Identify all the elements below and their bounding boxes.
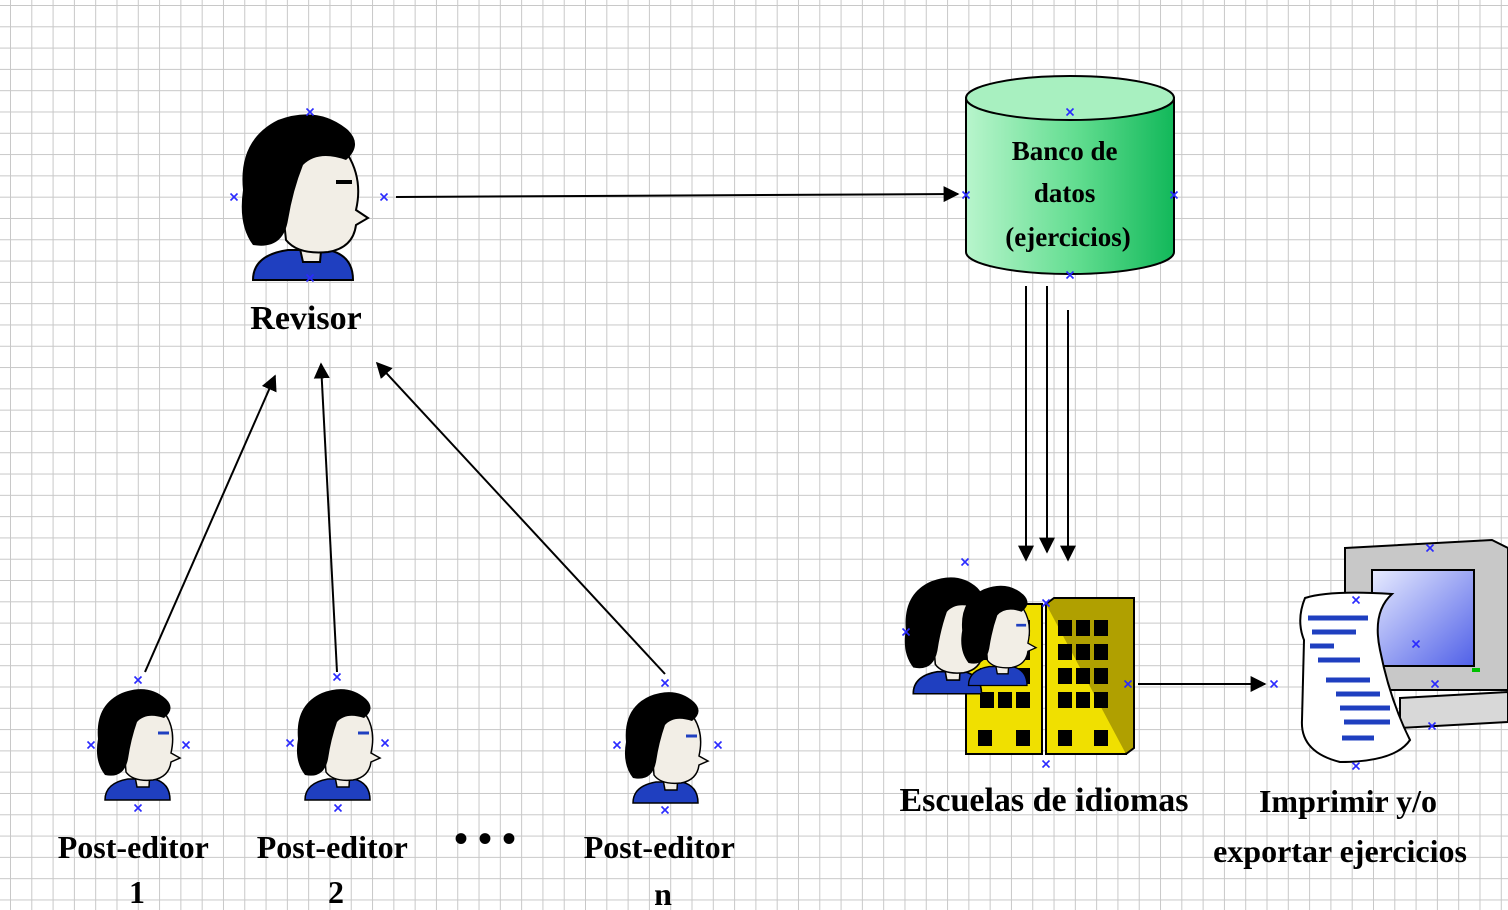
person-icon xyxy=(239,112,370,282)
posteditor-2-line1: Post-editor xyxy=(257,829,408,865)
arrow-revisor-to-database xyxy=(395,186,960,203)
arrow-posteditor1-to-revisor xyxy=(144,374,277,673)
database-cylinder-icon xyxy=(965,75,1175,275)
posteditor-n-line2: n xyxy=(654,876,672,910)
posteditor-2-node[interactable]: Post-editor 2 xyxy=(257,672,415,910)
revisor-label: Revisor xyxy=(250,300,361,337)
person-icon xyxy=(623,690,710,805)
output-node[interactable]: Imprimir y/o exportar ejercicios xyxy=(1213,538,1508,869)
schools-node[interactable]: Escuelas de idiomas xyxy=(899,557,1189,820)
person-icon xyxy=(95,687,182,802)
ellipsis: • • • xyxy=(454,816,516,861)
database-label-line3: (ejercicios) xyxy=(1005,222,1130,252)
schools-label: Escuelas de idiomas xyxy=(899,782,1188,819)
output-label-line2: exportar ejercicios xyxy=(1213,833,1467,869)
posteditor-n-label: Post-editor n xyxy=(584,829,742,910)
output-label: Imprimir y/o exportar ejercicios xyxy=(1213,783,1467,869)
posteditor-1-line2: 1 xyxy=(129,874,145,910)
posteditor-2-label: Post-editor 2 xyxy=(257,829,415,910)
posteditor-1-label: Post-editor 1 xyxy=(58,829,216,910)
database-label-line1: Banco de xyxy=(1012,136,1118,166)
person-icon xyxy=(295,687,382,802)
database-node[interactable]: Banco de datos (ejercicios) xyxy=(961,75,1179,280)
posteditor-1-line1: Post-editor xyxy=(58,829,209,865)
posteditor-n-node[interactable]: Post-editor n xyxy=(584,678,742,910)
posteditor-1-node[interactable]: Post-editor 1 xyxy=(58,675,216,910)
computer-printout-icon xyxy=(1299,538,1508,764)
arrow-posteditorn-to-revisor xyxy=(375,361,666,675)
database-label: Banco de datos (ejercicios) xyxy=(1005,136,1130,252)
output-label-line1: Imprimir y/o xyxy=(1259,783,1437,819)
connectors xyxy=(144,186,1267,692)
posteditor-n-line1: Post-editor xyxy=(584,829,735,865)
revisor-node[interactable]: Revisor xyxy=(229,107,389,338)
database-label-line2: datos xyxy=(1034,178,1096,208)
arrow-posteditor2-to-revisor xyxy=(313,362,338,673)
posteditor-2-line2: 2 xyxy=(328,874,344,910)
